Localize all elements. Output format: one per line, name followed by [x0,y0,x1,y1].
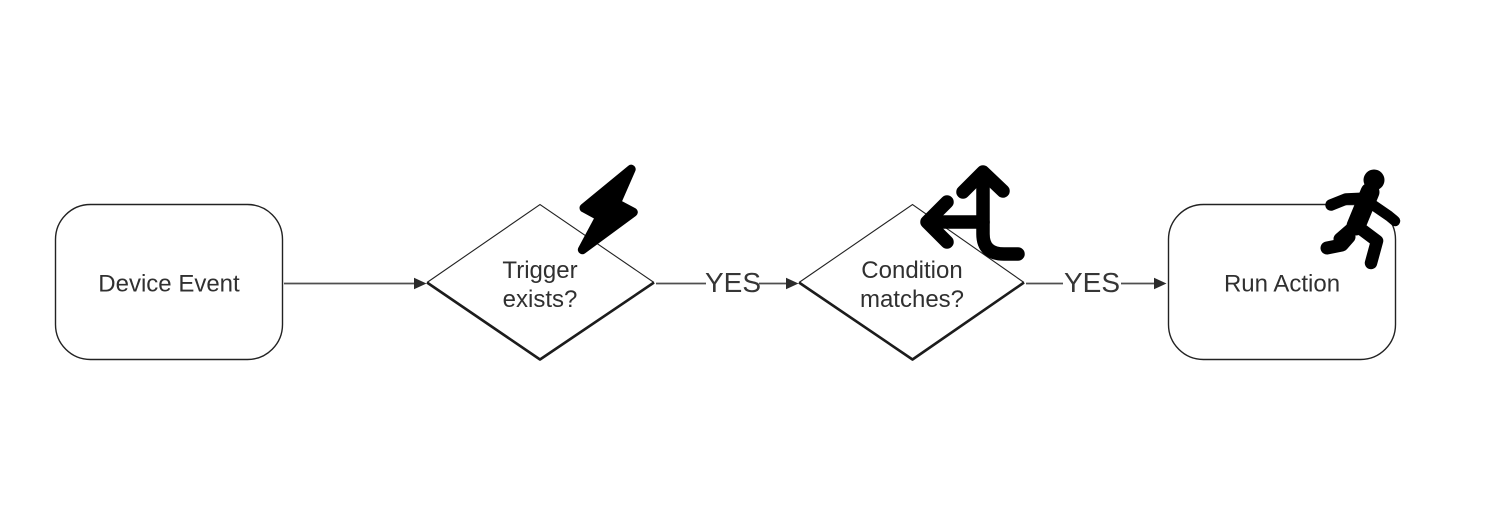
edge-label-yes-2: YES [1063,267,1121,298]
node-label-line: Trigger [502,257,578,284]
person-running-shoe [1320,230,1356,255]
person-running-back-leg [1350,219,1384,270]
arrowhead-device-to-trigger [414,277,427,290]
node-label-trigger-exists: Trigger exists? [502,256,577,314]
edge-label-yes-1: YES [704,267,762,298]
lightning-bolt-icon [577,164,638,255]
person-running-front-arm [1325,192,1374,211]
node-label-condition-matches: Condition matches? [860,256,964,314]
decision-trigger-exists-bottom-edges [426,281,655,361]
person-running-icon [1320,169,1401,270]
split-arrows-left-arrowhead [920,195,954,249]
decision-trigger-exists-top-edges [426,203,655,283]
split-arrows-up-arrowhead [956,165,1010,199]
decision-condition-matches-top-edges [798,203,1025,283]
lightning-bolt-shape [577,164,638,255]
arrowhead-condition-to-run [1154,277,1167,290]
person-running-back-arm [1367,199,1401,227]
node-label-line: matches? [859,286,965,313]
split-arrows-stem [976,169,1025,261]
node-label-device-event: Device Event [98,270,240,298]
decision-condition-matches-bottom-edges [798,281,1025,361]
split-arrows-icon [920,165,1025,261]
node-label-line: exists? [502,286,578,313]
node-label-run-action: Run Action [1223,270,1341,298]
node-device-event [54,203,284,361]
node-label-line: Condition [861,257,963,284]
arrowhead-trigger-to-condition [786,277,799,290]
